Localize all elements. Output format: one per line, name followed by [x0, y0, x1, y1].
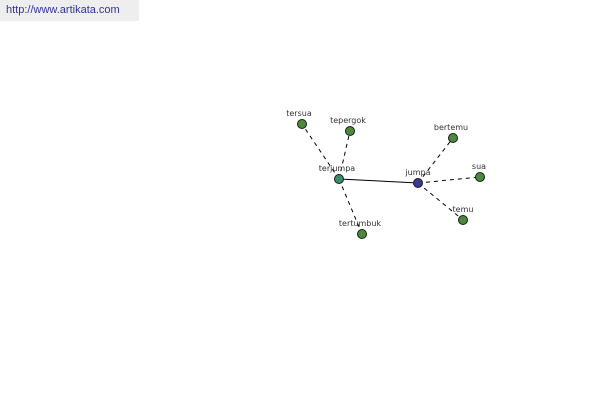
node-tertumbuk[interactable]: [357, 229, 367, 239]
node-tepergok[interactable]: [345, 126, 355, 136]
node-sua[interactable]: [475, 172, 485, 182]
edge-jumpa-bertemu: [417, 137, 454, 184]
node-label-bertemu[interactable]: bertemu: [434, 123, 468, 132]
edge-terjumpa-tersua: [301, 123, 340, 180]
node-label-terjumpa[interactable]: terjumpa: [319, 164, 356, 173]
edges-layer: [301, 123, 481, 235]
edge-jumpa-temu: [417, 182, 464, 221]
node-label-jumpa[interactable]: jumpa: [404, 168, 430, 177]
node-temu[interactable]: [458, 215, 468, 225]
url-bar: http://www.artikata.com: [0, 0, 139, 21]
node-bertemu[interactable]: [448, 133, 458, 143]
edge-terjumpa-tertumbuk: [338, 178, 363, 235]
edge-jumpa-terjumpa: [338, 178, 419, 184]
node-label-tepergok[interactable]: tepergok: [330, 116, 366, 125]
site-url-link[interactable]: http://www.artikata.com: [6, 4, 120, 16]
node-tersua[interactable]: [297, 119, 307, 129]
labels-layer: jumpa terjumpa tersua tepergok tertumbuk bert…: [286, 109, 486, 228]
node-jumpa[interactable]: [413, 178, 423, 188]
node-label-tertumbuk[interactable]: tertumbuk: [339, 219, 381, 228]
node-terjumpa[interactable]: [334, 174, 344, 184]
edge-terjumpa-tepergok: [338, 130, 351, 180]
node-label-tersua[interactable]: tersua: [286, 109, 312, 118]
node-label-temu[interactable]: temu: [453, 205, 474, 214]
edge-jumpa-sua: [417, 176, 481, 184]
nodes-layer: [297, 119, 485, 239]
node-label-sua[interactable]: sua: [472, 162, 486, 171]
